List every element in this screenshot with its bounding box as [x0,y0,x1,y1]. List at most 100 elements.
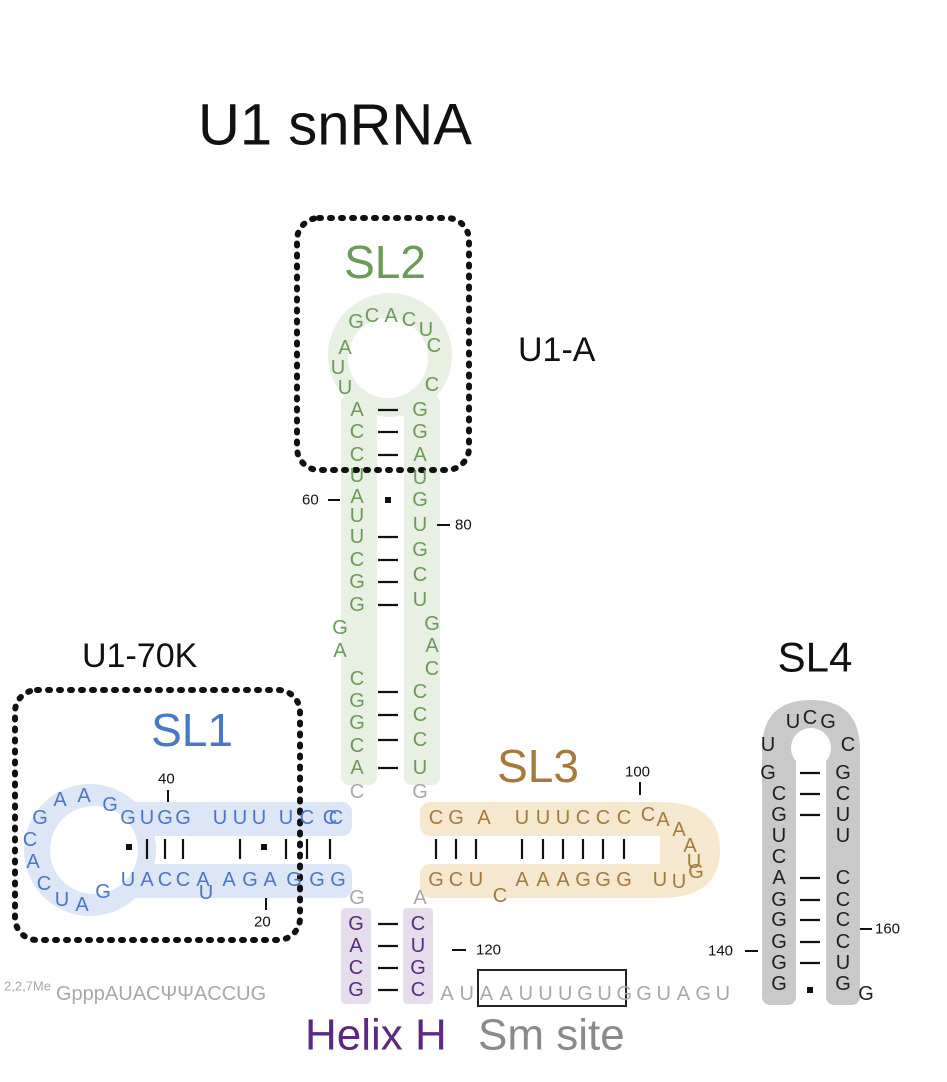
shading [24,293,860,1005]
sl4-loop-nt: C [803,707,817,729]
sl2-left-nt: A [333,640,347,662]
sl1-bottom-nt: A [263,869,277,891]
three-prime-tail-nt: U [459,983,473,1005]
sl2-right-nt: C [425,658,439,680]
sl3-bottom-nt: A [556,869,570,891]
three-prime-tail-nt: A [499,983,513,1005]
sl1-bottom-nt: U [121,869,135,891]
sl2-right-nt: G [412,489,428,511]
sl1-loop-nt: C [37,873,51,895]
pos-60: 60 [302,492,319,509]
sl1-top-nt: U [252,807,266,829]
helix-h-right-nt: C [411,979,425,1001]
sl2-right-nt: U [413,514,427,536]
sl2-right-nt: C [413,704,427,726]
sl1-loop-nt: U [55,889,69,911]
three-prime-tail-nt: G [617,983,633,1005]
u1-a-binding-box [294,215,472,473]
sl1-loop-nt: G [32,807,48,829]
sl2-loop-nt: U [419,319,433,341]
sl3-bottom-nt: C [449,869,463,891]
sl1-top-nt: C [300,807,314,829]
sl1-bottom-nt: A [196,869,210,891]
u1-70k-binding-box [12,687,303,943]
three-prime-tail-nt: U [538,983,552,1005]
sl3-bottom-nt: G [428,869,444,891]
sl1-gu-pair [261,844,267,850]
sl4-left-nt: G [771,889,787,911]
sl4-left-nt: U [772,825,786,847]
sl2-left-nt: A [350,486,364,508]
sl2-left-nt: C [350,421,364,443]
sl2-left-nt: C [350,735,364,757]
sl2-right-nt: C [425,374,439,396]
u1-a-label: U1-A [518,331,596,369]
sl4-right-nt: U [836,825,850,847]
sl2-right-nt: C [413,729,427,751]
sl1-top-nt: G [157,807,173,829]
pos-40: 40 [158,771,175,788]
pos-80: 80 [455,517,472,534]
sl1-top-nt: U [233,807,247,829]
sl4-right-nt: U [836,804,850,826]
sl4-right-nt: U [836,952,850,974]
sl1-top-nt: G [175,807,191,829]
junction-nt: G [349,887,365,909]
sl3-bottom-nt: U [469,869,483,891]
three-prime-tail-nt: A [440,983,454,1005]
sl2-left-nt: G [349,712,365,734]
sl2-right-nt: A [413,444,427,466]
three-prime-tail-nt: G [695,983,711,1005]
three-prime-tail-nt: U [558,983,572,1005]
sl3-bottom-nt: U [653,869,667,891]
sl1-loop-nt: G [102,794,118,816]
sl3-top-nt: C [576,807,590,829]
sl2-right-nt: G [412,399,428,421]
junction-nt: C [350,781,364,803]
helix-h-left-nt: G [348,913,364,935]
sl2-right-nt: U [413,467,427,489]
sl4-left-nt: U [761,734,775,756]
sl1-top-nt: U [213,807,227,829]
cap-superscript: 2,2,7Me [4,979,51,994]
sl2-left-nt: U [338,377,352,399]
sl2-loop-nt: C [402,309,416,331]
sl2-loop-nt: C [427,335,441,357]
sl1-bottom-nt: A [222,869,236,891]
three-prime-tail-nt: G [577,983,593,1005]
sl2-left-nt: G [332,617,348,639]
sl3-loop-nt: U [672,871,686,893]
sl1-bottom-nt: C [158,869,172,891]
sl3-loop-nt: U [687,851,701,873]
sl4-left-nt: G [771,909,787,931]
sl3-label: SL3 [497,740,579,792]
sl4-right-nt: C [841,734,855,756]
helix-h-left-nt: C [349,957,363,979]
sl3-bottom-nt: G [575,869,591,891]
helix-h-left-nt: A [349,935,363,957]
sl2-left-nt: U [350,505,364,527]
sl3-top-nt: U [536,807,550,829]
sl2-left-nt: U [350,465,364,487]
sl2-gu-pair [385,497,391,503]
sl4-left-nt: G [771,973,787,995]
pos-140: 140 [708,943,733,960]
helix-h-right-nt: U [411,935,425,957]
sl2-left-nt: U [331,357,345,379]
sl3-top-nt: A [477,807,491,829]
base-pairs [126,408,820,993]
pos-120: 120 [476,942,501,959]
sl1-loop-nt: A [26,851,40,873]
sl4-label: SL4 [778,634,853,681]
sl1-bottom-nt: G [242,869,258,891]
sl1-bottom-nt: C [176,869,190,891]
sl4-right-nt: C [836,889,850,911]
three-prime-tail-nt: U [597,983,611,1005]
helix-h-left-nt: G [348,979,364,1001]
sl1-loop-nt: A [53,789,67,811]
sl1-top-nt: U [140,807,154,829]
sl2-left-nt: A [338,337,352,359]
sl2-loop-nt: G [348,311,364,333]
sl4-left-nt: C [772,846,786,868]
